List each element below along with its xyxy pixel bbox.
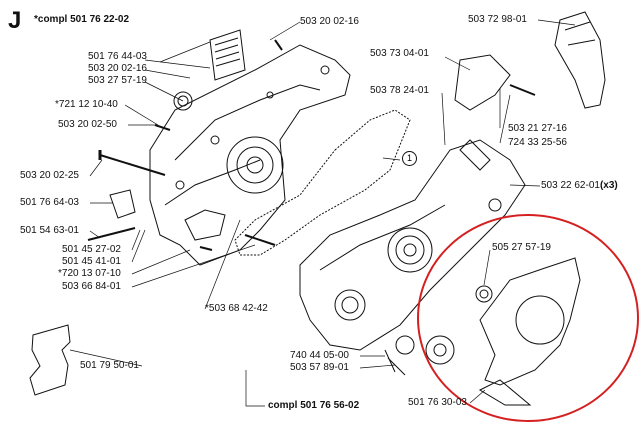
label-505275719: 505 27 57-19 (492, 242, 551, 253)
label-503782401: 503 78 24-01 (370, 85, 429, 96)
label-503212716: 503 21 27-16 (508, 123, 567, 134)
seal-ring-top (173, 91, 193, 111)
label-501763003: 501 76 30-03 (408, 397, 467, 408)
label-503729801: 503 72 98-01 (468, 14, 527, 25)
label-503578901: 503 57 89-01 (290, 362, 349, 373)
label-503200225: 503 20 02-25 (20, 170, 79, 181)
label-501766403: 501 76 64-03 (20, 197, 79, 208)
label-501454101: 501 45 41-01 (62, 256, 121, 267)
leader-lines (69, 19, 576, 407)
label-503200216b: 503 20 02-16 (88, 63, 147, 74)
highlight-circle (417, 214, 639, 422)
label-503668401: 503 66 84-01 (62, 281, 121, 292)
crankcase-gasket (234, 109, 411, 256)
label-503684242: *503 68 42-42 (205, 303, 268, 314)
stud-center (244, 234, 276, 246)
clutch-cover (479, 257, 581, 386)
crank-bore-upper (226, 136, 284, 194)
pin-small-2 (199, 246, 213, 251)
label-503730401: 503 73 04-01 (370, 48, 429, 59)
bolt-left (87, 227, 136, 241)
crank-bore-lower (387, 227, 433, 273)
tensioner-plate (29, 324, 71, 396)
label-503200250: 503 20 02-50 (58, 119, 117, 130)
adjuster-bracket (109, 189, 136, 219)
crankcase-upper-half (149, 44, 351, 266)
seal-ring-right (475, 285, 493, 303)
bolt-long (99, 154, 166, 176)
label-compl-501765602: compl 501 76 56-02 (268, 400, 360, 411)
crankcase-lower-half (299, 139, 526, 351)
label-503226201: 503 22 62-01(x3) (541, 180, 618, 191)
label-501546301: 501 54 63-01 (20, 225, 79, 236)
label-501764403: 501 76 44-03 (88, 51, 147, 62)
pin-small (154, 124, 171, 131)
label-503200216: 503 20 02-16 (300, 16, 359, 27)
spring-ring (395, 335, 415, 355)
callout-number: 1 (402, 151, 417, 166)
label-740440500: 740 44 05-00 (290, 350, 349, 361)
label-compl-501762202: *compl 501 76 22-02 (34, 14, 130, 25)
chain-guard (554, 11, 606, 109)
section-letter: J (8, 7, 22, 34)
label-724332556: 724 33 25-56 (508, 137, 567, 148)
deflector-plate (454, 54, 511, 111)
label-501795001: 501 79 50-01 (80, 360, 139, 371)
bearing-seat (334, 289, 366, 321)
label-501452702: 501 45 27-02 (62, 244, 121, 255)
label-503275719: 503 27 57-19 (88, 75, 147, 86)
intake-block (209, 29, 246, 81)
label-720130710: *720 13 07-10 (58, 268, 121, 279)
gear (425, 335, 455, 365)
label-721121040: *721 12 10-40 (55, 99, 118, 110)
